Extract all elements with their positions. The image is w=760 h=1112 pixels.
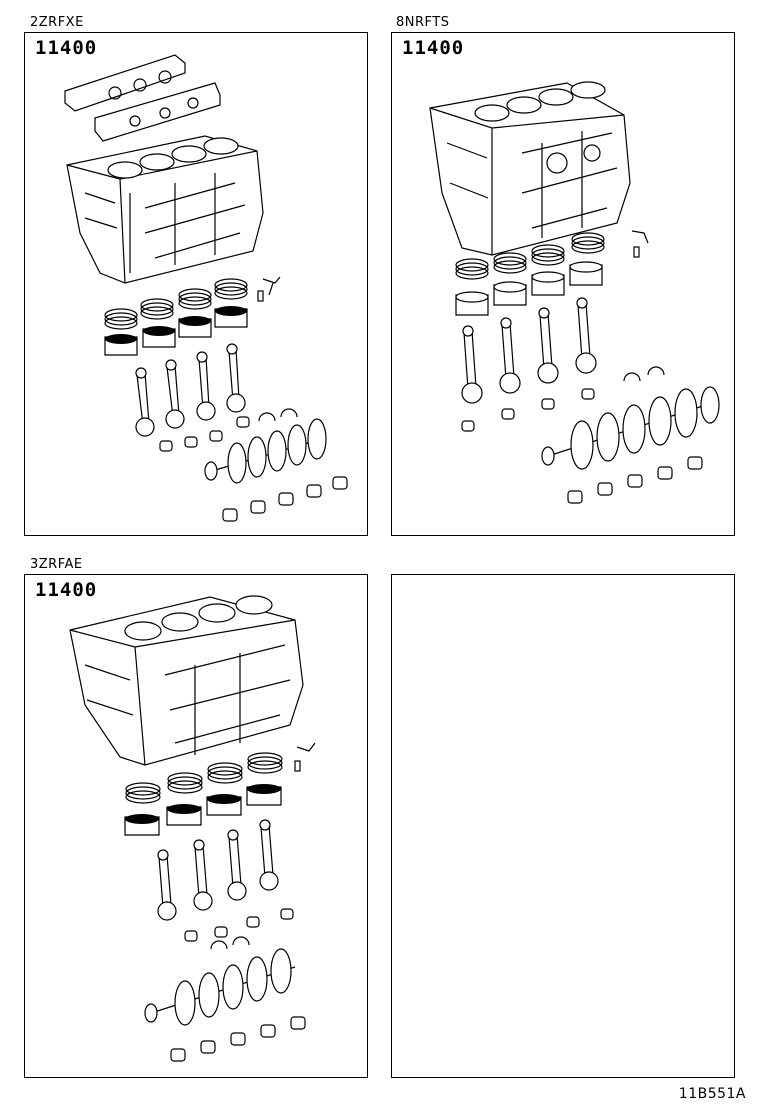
bearing-icon — [159, 416, 250, 452]
gasket-set-icon — [64, 54, 221, 142]
bearing-icon — [184, 908, 294, 942]
cylinder-block-icon — [429, 81, 631, 256]
crankshaft-icon — [144, 948, 296, 1026]
figure-id: 11B551A — [678, 1086, 746, 1102]
panel-empty — [391, 574, 735, 1078]
engine-label: 2ZRFXE — [30, 15, 84, 30]
sensor-icon — [631, 230, 649, 244]
panel-2zrfxe: 11400 — [24, 32, 368, 536]
panel-8nrfts: 11400 — [391, 32, 735, 536]
thrust-washer-icon — [258, 408, 298, 422]
connecting-rod-icon — [135, 343, 246, 437]
cylinder-block-icon — [69, 595, 304, 766]
part-number: 11400 — [35, 37, 98, 59]
piston-icon — [104, 306, 248, 356]
sensor-icon — [262, 276, 281, 296]
connecting-rod-icon — [461, 297, 597, 404]
engine-label: 3ZRFAE — [30, 557, 83, 572]
bearing-icon — [222, 476, 348, 522]
panel-3zrfae: 11400 — [24, 574, 368, 1078]
crankshaft-icon — [204, 418, 327, 484]
thrust-washer-icon — [210, 936, 250, 950]
piston-ring-icon — [125, 752, 283, 804]
crankshaft-icon — [541, 386, 720, 470]
engine-label: 8NRFTS — [396, 15, 450, 30]
piston-ring-icon — [455, 232, 605, 280]
connecting-rod-icon — [157, 819, 279, 921]
bearing-icon — [170, 1016, 306, 1062]
part-number: 11400 — [35, 579, 98, 601]
piston-ring-icon — [104, 278, 248, 330]
piston-icon — [455, 261, 603, 316]
bearing-icon — [461, 388, 595, 432]
bearing-icon — [567, 456, 703, 504]
part-number: 11400 — [402, 37, 465, 59]
engine-block-illustration — [64, 54, 348, 522]
thrust-washer-icon — [623, 366, 665, 382]
cylinder-block-icon — [66, 135, 264, 284]
sensor-icon — [296, 742, 316, 752]
engine-block-illustration — [69, 595, 316, 1062]
piston-icon — [124, 784, 282, 836]
engine-block-illustration — [429, 81, 720, 504]
